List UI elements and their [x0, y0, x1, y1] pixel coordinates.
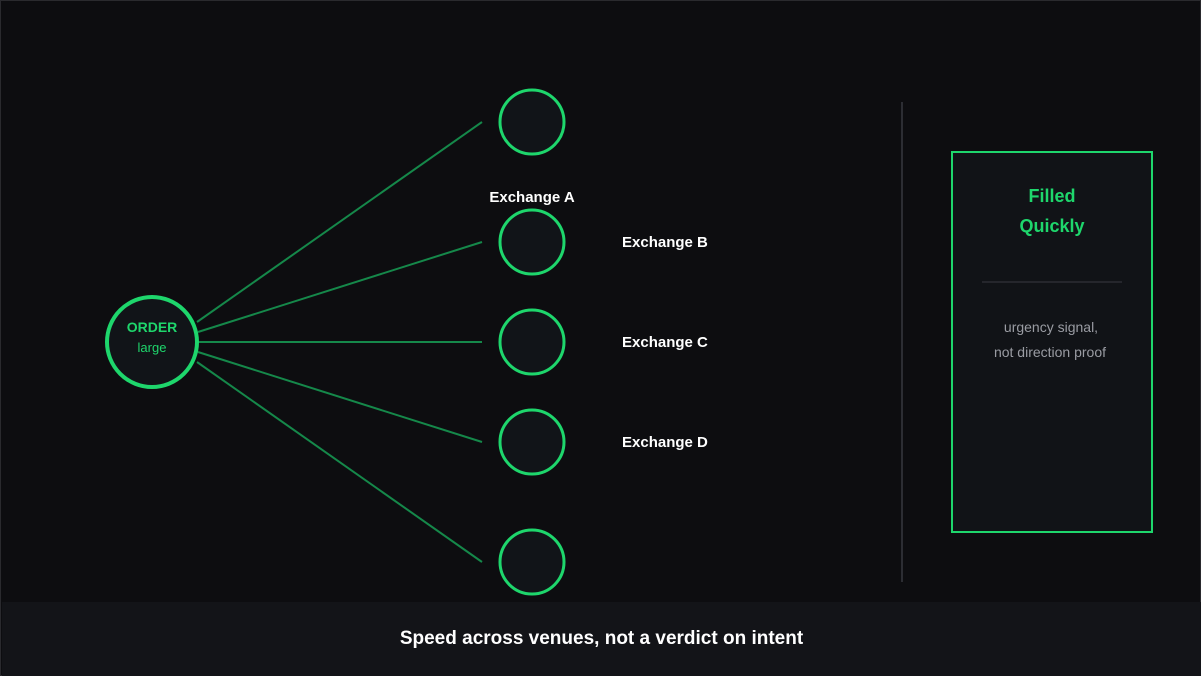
order-title: ORDER	[127, 319, 178, 335]
order-node: ORDER large	[105, 295, 199, 389]
route-edge-b	[197, 241, 483, 333]
exchange-label-c: Exchange C	[622, 334, 708, 351]
panel-title-line1: Filled	[1028, 186, 1075, 206]
exchange-node-e	[498, 528, 566, 596]
exchange-labels: Exchange A Exchange B Exchange C Exchange D	[489, 189, 708, 451]
routing-edges	[196, 121, 483, 563]
panel-title-line2: Quickly	[1019, 216, 1084, 236]
exchange-node-d	[498, 408, 566, 476]
route-edge-a	[196, 121, 483, 323]
exchange-label-d: Exchange D	[622, 434, 708, 451]
order-node-circle	[105, 295, 199, 389]
route-edge-d	[197, 351, 483, 443]
caption-bar: Speed across venues, not a verdict on in…	[2, 602, 1201, 676]
exchange-label-a: Exchange A	[489, 189, 574, 206]
result-panel-box	[951, 151, 1153, 533]
route-edge-e	[196, 361, 483, 563]
order-subtitle: large	[138, 340, 167, 355]
panel-note-line1: urgency signal,	[1004, 319, 1098, 335]
caption-text: Speed across venues, not a verdict on in…	[399, 628, 804, 649]
exchange-nodes	[498, 88, 566, 596]
exchange-node-b	[498, 208, 566, 276]
panel-note-line2: not direction proof	[994, 344, 1106, 360]
exchange-node-a	[498, 88, 566, 156]
exchange-node-c	[498, 308, 566, 376]
result-panel: Filled Quickly urgency signal, not direc…	[951, 151, 1153, 533]
exchange-label-b: Exchange B	[622, 234, 708, 251]
